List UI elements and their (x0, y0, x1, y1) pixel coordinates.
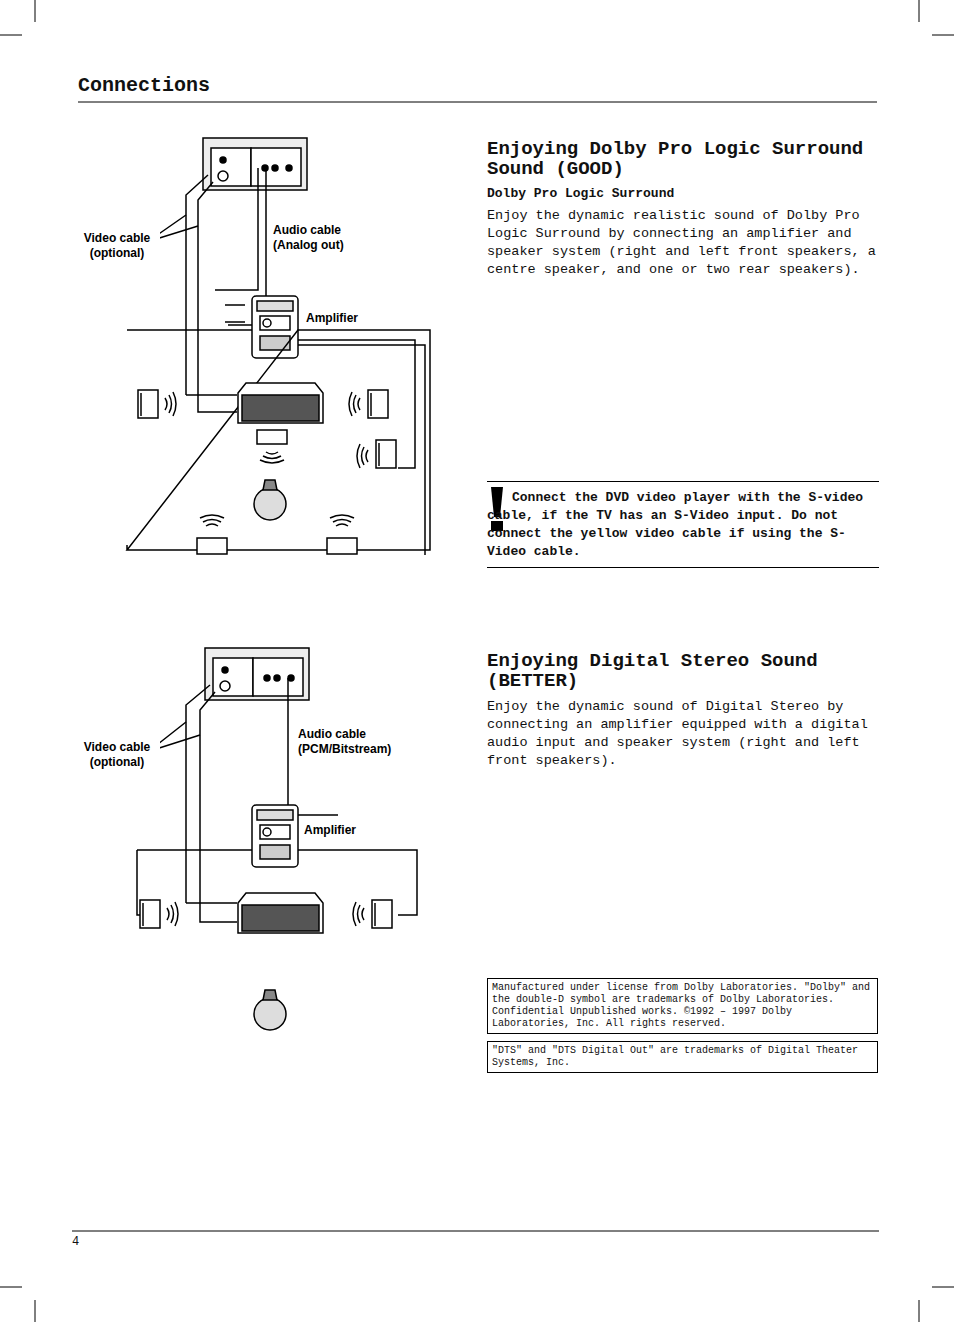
note-text: "DTS" and "DTS Digital Out" are trademar… (492, 1045, 873, 1069)
note-box: Manufactured under license from Dolby La… (487, 978, 878, 1034)
cable-label: Audio cable (Analog out) (272, 223, 364, 253)
page-title: Connections (78, 74, 210, 97)
note-box: "DTS" and "DTS Digital Out" are trademar… (487, 1041, 878, 1073)
sub-heading: Dolby Pro Logic Surround (487, 186, 674, 201)
device-label: Amplifier (305, 311, 359, 326)
cable-label: Video cable (optional) (74, 740, 160, 770)
cable-label: Video cable (optional) (74, 231, 160, 261)
device-label: Amplifier (303, 823, 357, 838)
body-text: Enjoy the dynamic sound of Digital Stere… (487, 698, 879, 770)
note-text: Connect the DVD video player with the S-… (487, 489, 877, 561)
section-heading: Enjoying Digital Stereo Sound (BETTER) (487, 651, 879, 691)
note-text: Manufactured under license from Dolby La… (492, 982, 873, 1030)
section-heading: Enjoying Dolby Pro Logic Surround Sound … (487, 139, 879, 179)
cable-label: Audio cable (PCM/Bitstream) (297, 727, 409, 757)
page-number: 4 (72, 1235, 79, 1249)
note-box: Connect the DVD video player with the S-… (487, 481, 879, 568)
body-text: Enjoy the dynamic realistic sound of Dol… (487, 207, 879, 279)
